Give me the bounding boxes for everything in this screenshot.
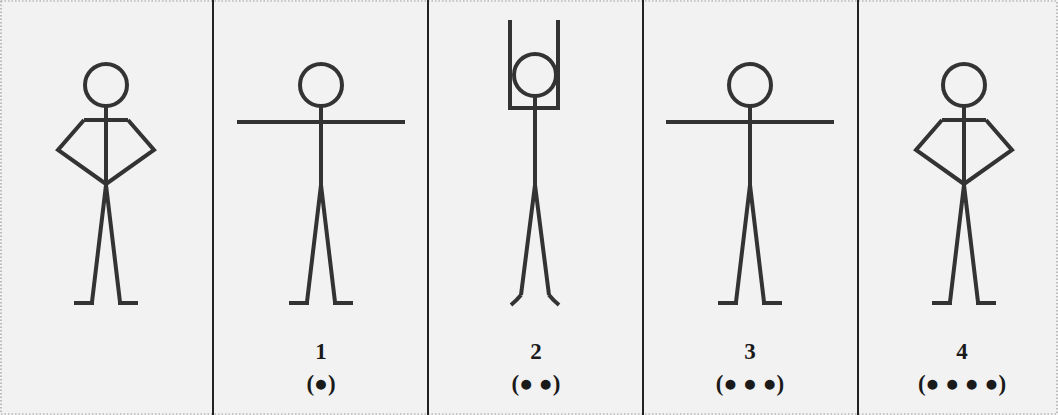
figure-legs — [289, 185, 353, 303]
panel-dividers — [213, 0, 858, 415]
panel-divider — [427, 0, 429, 415]
pose-number: 4 — [862, 338, 1058, 366]
figure-head — [514, 54, 556, 96]
figure-arms — [916, 120, 1012, 184]
figure-legs — [932, 185, 996, 303]
figure-head — [300, 64, 342, 106]
stick-figure-hands-on-hips — [916, 64, 1012, 303]
count-dots: (● ●) — [436, 370, 636, 398]
figure-body — [748, 106, 752, 185]
panel-divider — [642, 0, 644, 415]
pose-number: 2 — [436, 338, 636, 366]
panel-divider — [857, 0, 859, 415]
stick-figure-arms-up — [510, 20, 559, 305]
panel-divider — [212, 0, 214, 415]
stick-figure-arms-out — [666, 64, 834, 303]
pose-number: 1 — [221, 338, 421, 366]
figure-legs — [718, 185, 782, 303]
figure-legs — [511, 185, 559, 305]
figure-arms — [237, 120, 405, 124]
count-dots: (● ● ● ●) — [862, 370, 1058, 398]
stick-figure-hands-on-hips — [58, 64, 154, 303]
figure-arms — [666, 120, 834, 124]
figure-body — [319, 106, 323, 185]
pose-number: 3 — [650, 338, 850, 366]
figure-head — [85, 64, 127, 106]
count-dots: (● ● ●) — [650, 370, 850, 398]
figure-arms — [58, 120, 154, 184]
figure-arms — [510, 20, 558, 108]
figure-legs — [74, 185, 138, 303]
figure-head — [729, 64, 771, 106]
figure-body — [962, 106, 966, 185]
figure-body — [104, 106, 108, 185]
count-dots: (●) — [221, 370, 421, 398]
figure-head — [943, 64, 985, 106]
stick-figure-arms-out — [237, 64, 405, 303]
